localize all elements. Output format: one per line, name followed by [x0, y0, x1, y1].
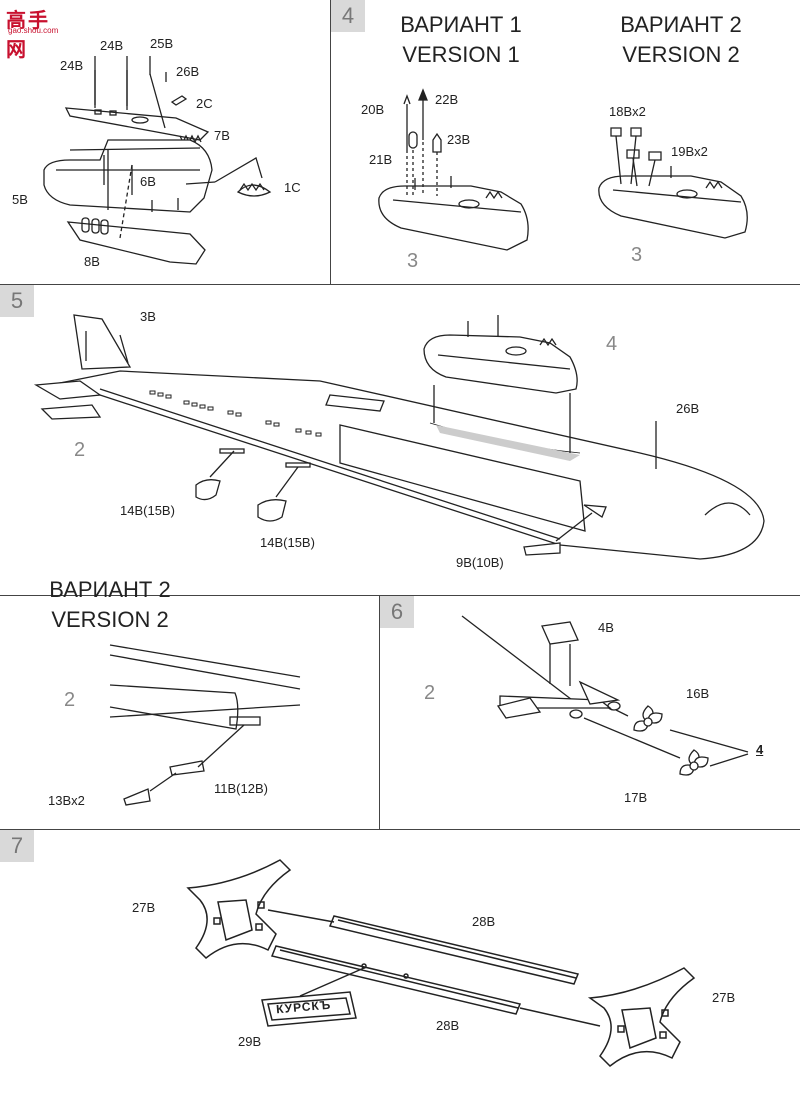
part-27b-label: 27B	[712, 990, 736, 1005]
panel-variant-2: ВАРИАНТ 2 VERSION 2 2 13Bx2 11B(12B)	[0, 577, 380, 830]
part-5b-label: 5B	[12, 192, 28, 207]
part-28b-label: 28B	[436, 1018, 460, 1033]
part-23b-label: 23B	[447, 132, 471, 147]
part-14b-label: 14B(15B)	[260, 535, 315, 550]
panel-tower-assembly: 24B 24B 25B 26B 2C 7B 1C 5B 6B 8B	[0, 0, 331, 285]
part-2c-label: 2C	[196, 96, 213, 111]
step-4-drawing	[378, 88, 748, 251]
part-26b-label: 26B	[176, 64, 200, 79]
panel-step-6: 6 4B 2 1	[379, 595, 800, 830]
part-14b-label: 14B(15B)	[120, 503, 175, 518]
part-21b-label: 21B	[369, 152, 393, 167]
part-4b-label: 4B	[598, 620, 614, 635]
variant-1-title-ru: ВАРИАНТ 1	[400, 12, 522, 37]
part-28b-label: 28B	[472, 914, 496, 929]
panel-step-7: 7 27B 27B 28B 28B 29B КУРСКЪ	[0, 829, 800, 1100]
step-number: 5	[0, 285, 34, 317]
part-9b-label: 9B(10B)	[456, 555, 504, 570]
step-number: 6	[380, 596, 414, 628]
variant-2-drawing	[109, 644, 301, 806]
part-26b-label: 26B	[676, 401, 700, 416]
ref-number: 3	[407, 250, 419, 272]
part-17b-label: 17B	[624, 790, 648, 805]
part-1c-label: 1C	[284, 180, 301, 195]
variant-2-title-ru: ВАРИАНТ 2	[620, 12, 742, 37]
step-7-drawing	[186, 859, 696, 1068]
part-20b-label: 20B	[361, 102, 385, 117]
ref-number: 4	[606, 333, 618, 355]
part-3b-label: 3B	[140, 309, 156, 324]
step-number: 4	[331, 0, 365, 32]
part-16b-label: 16B	[686, 686, 710, 701]
part-24b-label: 24B	[100, 38, 124, 53]
watermark-logo-text: 高手网	[6, 10, 50, 61]
part-22b-label: 22B	[435, 92, 459, 107]
part-13b-label: 13Bx2	[48, 793, 85, 808]
variant-2-title-en: VERSION 2	[51, 607, 169, 632]
tower-assembly-drawing	[43, 56, 272, 265]
ref-number: 2	[64, 689, 76, 711]
part-24b-label: 24B	[60, 58, 84, 73]
part-18b-label: 18Bx2	[609, 104, 646, 119]
ref-number: 2	[74, 439, 86, 461]
watermark-site: gao.shou.com	[8, 26, 59, 35]
watermark-logo: 高手网 gao.shou.com	[6, 4, 70, 61]
part-8b-label: 8B	[84, 254, 100, 269]
part-11b-label: 11B(12B)	[214, 781, 268, 796]
panel-step-5: 5	[0, 284, 800, 596]
part-25b-label: 25B	[150, 36, 174, 51]
variant-1-title-en: VERSION 1	[402, 42, 520, 67]
step-6-drawing	[461, 615, 749, 776]
variant-2-title-ru: ВАРИАНТ 2	[49, 577, 171, 602]
part-7b-label: 7B	[214, 128, 230, 143]
part-6b-label: 6B	[140, 174, 156, 189]
ref-number: 3	[631, 244, 643, 266]
part-19b-label: 19Bx2	[671, 144, 708, 159]
ref-number: 4	[756, 742, 764, 757]
variant-2-title-en: VERSION 2	[622, 42, 740, 67]
panel-step-4: 4 ВАРИАНТ 1 VERSION 1 ВАРИАНТ 2 VERSION …	[330, 0, 800, 285]
part-29b-label: 29B	[238, 1034, 262, 1049]
part-27b-label: 27B	[132, 900, 156, 915]
ref-number: 2	[424, 682, 436, 704]
step-number: 7	[0, 830, 34, 862]
step-5-drawing	[33, 314, 765, 560]
